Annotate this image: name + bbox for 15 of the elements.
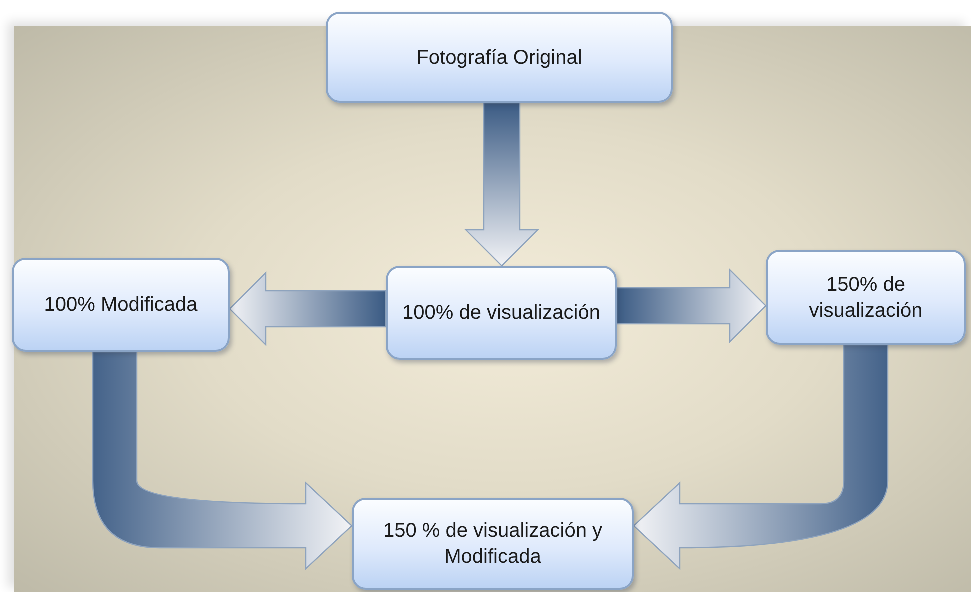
block-arrow bbox=[92, 351, 353, 570]
process-box bbox=[326, 12, 673, 103]
box-label: 150% de visualización bbox=[808, 272, 924, 324]
box-label: 150 % de visualización y Modificada bbox=[382, 519, 604, 570]
process-box bbox=[352, 498, 634, 590]
box-label: Fotografía Original bbox=[416, 46, 582, 70]
process-box bbox=[766, 250, 966, 345]
block-arrow bbox=[464, 102, 540, 267]
block-arrow bbox=[229, 272, 387, 346]
box-label: 100% de visualización bbox=[402, 301, 600, 326]
block-arrow bbox=[633, 344, 889, 570]
process-box bbox=[12, 258, 230, 352]
block-arrow bbox=[616, 268, 767, 344]
process-box bbox=[386, 266, 617, 360]
box-label: 100% Modificada bbox=[44, 293, 198, 318]
